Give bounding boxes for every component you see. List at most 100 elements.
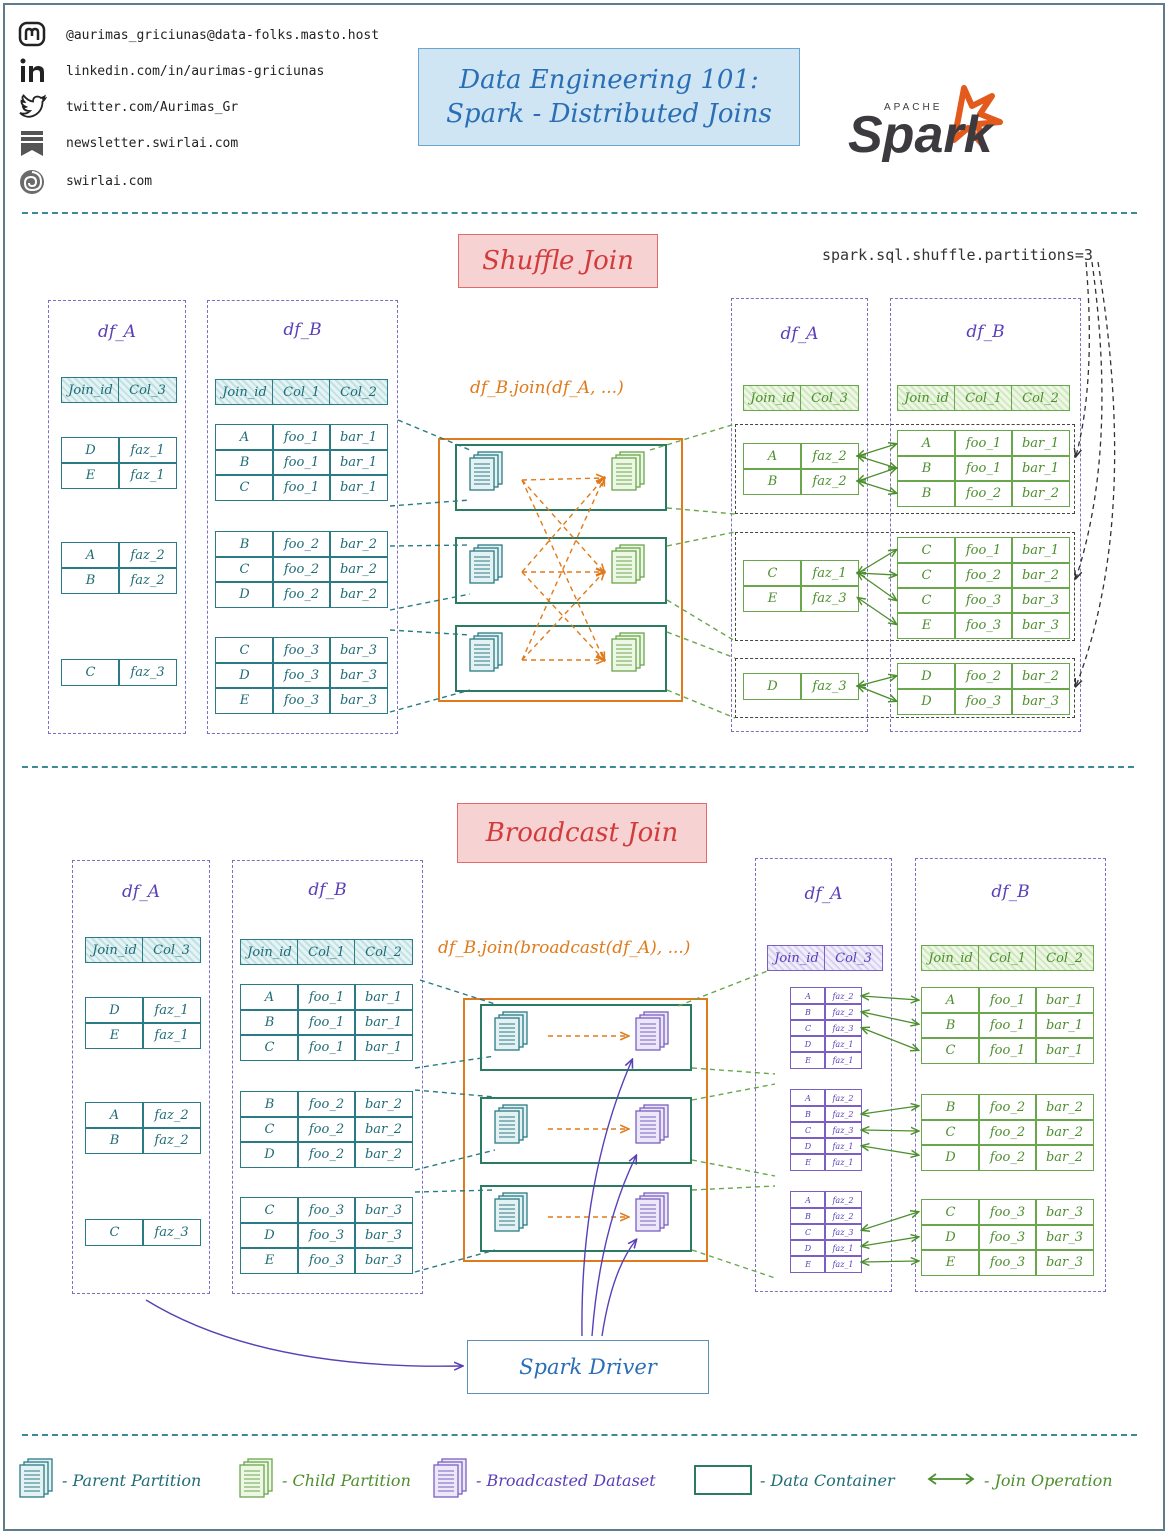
table-cell: C xyxy=(790,1121,826,1139)
title-line-1: Data Engineering 101: xyxy=(459,65,759,95)
partition-connector xyxy=(414,1149,496,1171)
partition-connector xyxy=(691,1083,776,1101)
column-header: Col_2 xyxy=(329,379,388,405)
social-mastodon[interactable]: @aurimas_griciunas@data-folks.masto.host xyxy=(16,18,379,52)
table-cell: bar_3 xyxy=(329,687,388,714)
join-operation-arrow xyxy=(862,1028,918,1050)
table-cell: foo_3 xyxy=(272,687,331,714)
column-header: Col_3 xyxy=(118,377,177,403)
table-cell: foo_2 xyxy=(954,663,1013,690)
partition-connector xyxy=(677,969,771,1007)
social-swirlai[interactable]: swirlai.com xyxy=(16,164,152,198)
partition-connector xyxy=(691,1249,776,1279)
join-operation-arrow xyxy=(858,550,896,573)
df-b-label: df_B xyxy=(966,322,1005,342)
shuffle-exchange-arrow xyxy=(521,572,604,661)
column-header: Col_3 xyxy=(142,937,201,963)
partition-connector xyxy=(414,1055,496,1069)
table-cell: bar_2 xyxy=(329,581,388,608)
social-text: linkedin.com/in/aurimas-griciunas xyxy=(66,63,325,79)
table-cell: B xyxy=(921,1012,980,1039)
table-cell: bar_1 xyxy=(1011,430,1070,457)
social-twitter[interactable]: twitter.com/Aurimas_Gr xyxy=(16,90,238,124)
data-container xyxy=(455,444,667,511)
table-cell: faz_2 xyxy=(142,1102,201,1129)
table-cell: foo_3 xyxy=(978,1224,1037,1251)
shuffle-partitions-config: spark.sql.shuffle.partitions=3 xyxy=(822,246,1093,264)
join-operation-arrow xyxy=(858,676,896,686)
join-operation-arrow xyxy=(862,1146,918,1155)
join-operation-arrow xyxy=(858,444,896,456)
table-cell: C xyxy=(790,1019,826,1037)
broadcasted-dataset-icon xyxy=(635,1011,669,1051)
table-cell: D xyxy=(921,1144,980,1171)
shuffle-output-partition-1 xyxy=(735,424,1075,514)
table-cell: A xyxy=(215,424,274,451)
data-container xyxy=(480,1004,692,1071)
table-cell: B xyxy=(790,1003,826,1021)
child-partition-icon xyxy=(611,544,645,584)
column-header: Col_3 xyxy=(824,945,883,971)
shuffle-exchange-arrow xyxy=(521,478,604,480)
table-cell: bar_1 xyxy=(1011,455,1070,482)
legend-data-container: - Data Container xyxy=(694,1460,895,1500)
table-cell: bar_2 xyxy=(1011,663,1070,690)
social-linkedin[interactable]: linkedin.com/in/aurimas-griciunas xyxy=(16,54,324,88)
table-cell: foo_3 xyxy=(272,637,331,664)
apache-spark-logo: APACHE Spark xyxy=(846,82,1006,164)
table-cell: faz_3 xyxy=(824,1223,862,1241)
df-a-label: df_A xyxy=(780,324,819,344)
parent-partition-icon xyxy=(494,1104,528,1144)
child-partition-icon xyxy=(611,632,645,672)
table-cell: bar_3 xyxy=(1035,1249,1094,1276)
table-cell: faz_2 xyxy=(142,1127,201,1154)
broadcast-arrow xyxy=(581,1060,632,1337)
shuffle-exchange-arrow xyxy=(521,478,604,661)
linkedin-icon xyxy=(16,55,48,87)
table-cell: faz_2 xyxy=(118,567,177,594)
partition-config-arrow xyxy=(1076,261,1103,578)
page-title: Data Engineering 101: Spark - Distribute… xyxy=(418,48,800,146)
partition-config-arrow xyxy=(1076,261,1116,686)
legend-label: - Data Container xyxy=(760,1470,895,1490)
table-cell: faz_1 xyxy=(118,462,177,489)
title-line-2: Spark - Distributed Joins xyxy=(446,99,772,129)
table-cell: bar_2 xyxy=(1011,480,1070,507)
column-header: Col_3 xyxy=(800,385,859,411)
data-container xyxy=(455,625,667,692)
column-header: Join_id xyxy=(767,945,826,971)
table-cell: foo_2 xyxy=(297,1116,356,1143)
partition-config-arrow xyxy=(1076,261,1090,456)
broadcasted-dataset-icon xyxy=(635,1192,669,1232)
table-cell: foo_1 xyxy=(297,1034,356,1061)
table-cell: foo_3 xyxy=(954,688,1013,715)
join-operation-arrow xyxy=(862,1237,918,1246)
shuffle-exchange-arrow xyxy=(521,571,604,660)
legend-label: - Parent Partition xyxy=(62,1470,202,1490)
partition-connector xyxy=(691,1159,776,1177)
join-operation-arrow xyxy=(858,481,896,493)
table-cell: C xyxy=(921,1037,980,1064)
table-cell: bar_2 xyxy=(1035,1119,1094,1146)
table-cell: C xyxy=(215,556,274,583)
column-header: Join_id xyxy=(743,385,802,411)
table-cell: bar_1 xyxy=(329,474,388,501)
table-cell: C xyxy=(921,1199,980,1226)
logo-big-text: Spark xyxy=(848,106,996,162)
join-operation-arrow xyxy=(862,996,918,1000)
df-b-label: df_B xyxy=(991,882,1030,902)
join-operation-arrow xyxy=(858,456,896,468)
social-newsletter[interactable]: newsletter.swirlai.com xyxy=(16,126,238,160)
table-cell: foo_1 xyxy=(954,537,1013,564)
legend-label: - Join Operation xyxy=(984,1470,1113,1490)
column-header: Join_id xyxy=(240,939,299,965)
table-cell: C xyxy=(240,1197,299,1224)
